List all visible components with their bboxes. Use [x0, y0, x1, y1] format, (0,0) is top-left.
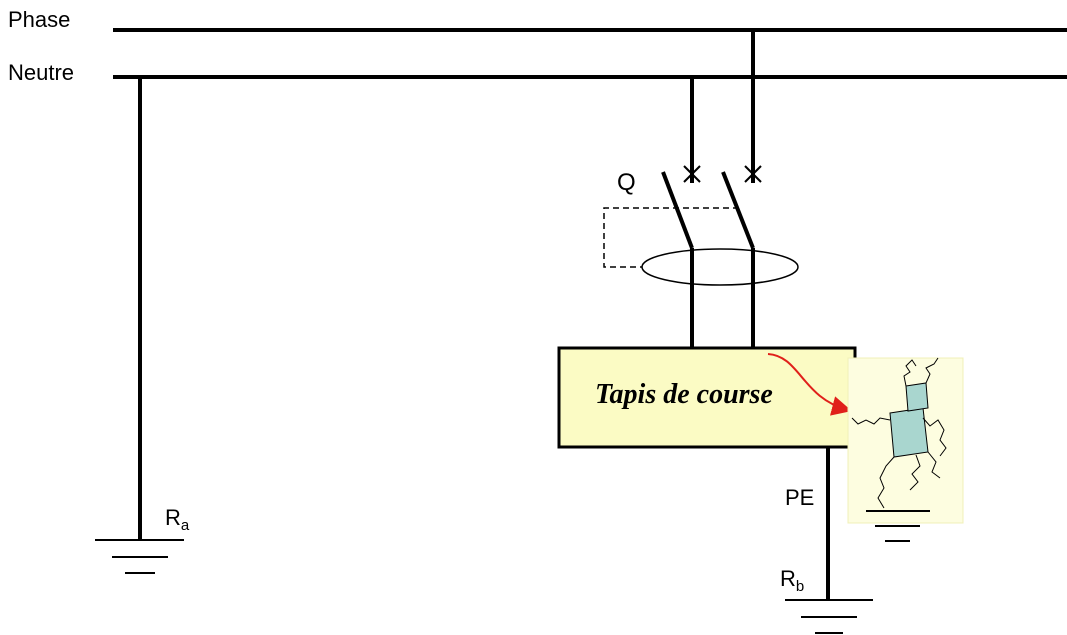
breaker-label: Q: [617, 169, 636, 196]
ra-label: Ra: [165, 505, 190, 534]
person-shock-icon: [847, 357, 964, 542]
ground-rb-icon: [785, 599, 873, 634]
breaker-switch-icon: [661, 171, 755, 249]
rb-label: Rb: [780, 566, 804, 595]
device-label: Tapis de course: [595, 379, 773, 410]
pe-label: PE: [785, 485, 814, 510]
phase-label: Phase: [8, 7, 70, 32]
mechanical-link: [603, 207, 739, 268]
breaker-contact-icon: [683, 165, 762, 183]
fault-arrow: [767, 353, 852, 416]
ground-ra-icon: [95, 539, 184, 574]
neutral-label: Neutre: [8, 60, 74, 85]
differential-toroid: [641, 248, 799, 286]
